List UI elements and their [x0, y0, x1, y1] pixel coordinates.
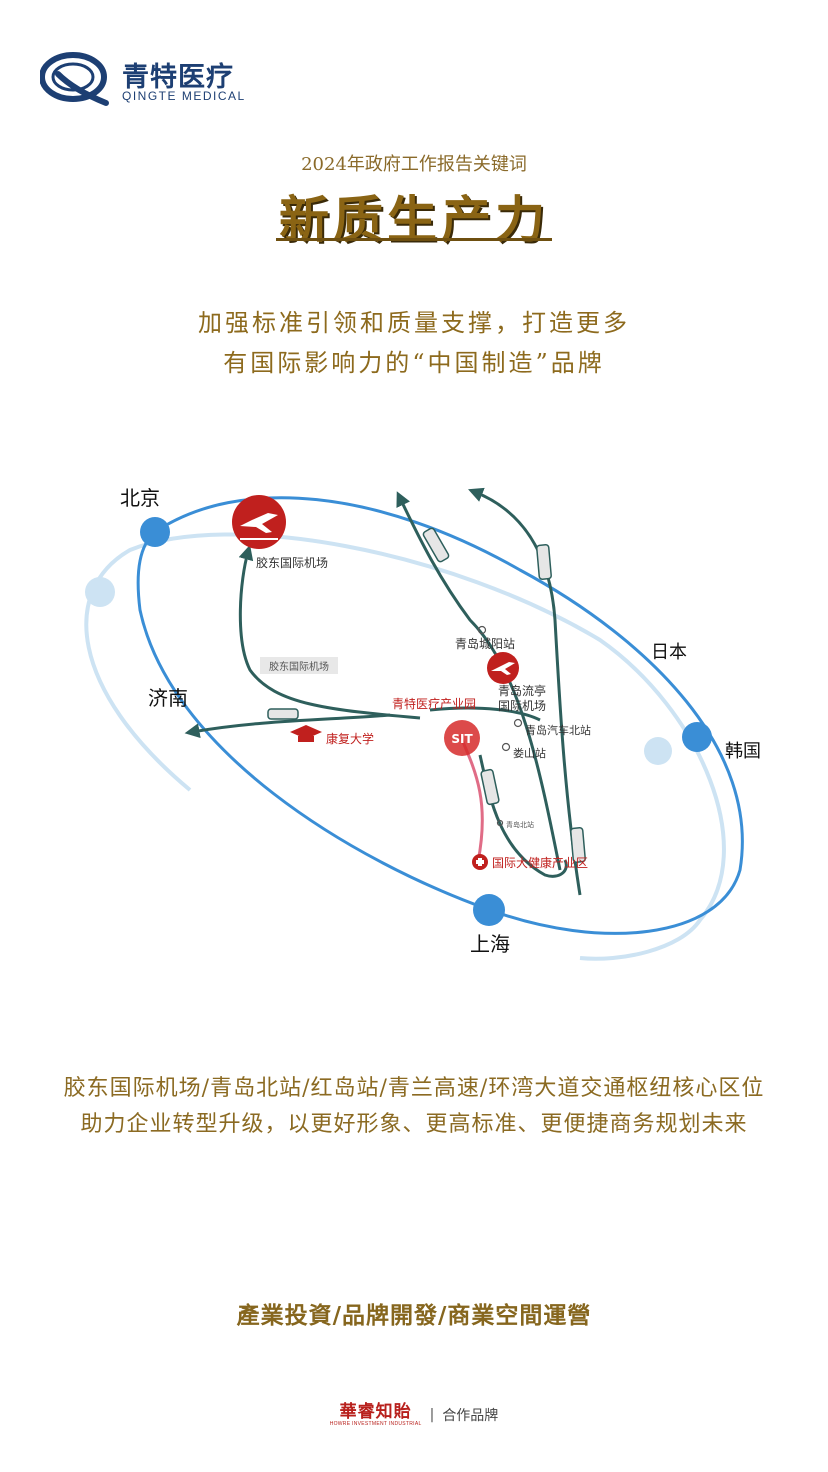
loushan-station-label: 娄山站 — [513, 746, 546, 760]
description-line-1: 胶东国际机场/青岛北站/红岛站/青兰高速/环湾大道交通枢纽核心区位 — [63, 1076, 765, 1101]
headline-overline: 2024年政府工作报告关键词 — [301, 154, 527, 175]
footer-brand-en: HOWRE INVESTMENT INDUSTRIAL — [329, 1421, 422, 1427]
liuting-airport-label-1: 青岛流亭 — [498, 683, 546, 698]
logo-name-en: QINGTE MEDICAL — [122, 89, 246, 103]
orbit-dark — [136, 496, 744, 935]
footer-brand: 華睿知貽 — [339, 1402, 412, 1422]
location-pin-icon — [477, 625, 523, 827]
train-icon — [267, 527, 586, 863]
city-jinan: 济南 — [148, 686, 188, 710]
services-tagline: 產業投資/品牌開發/商業空間運營 — [236, 1303, 592, 1329]
park-mark-label: SIT — [451, 732, 473, 746]
slogan-line-2: 有国际影响力的“中国制造”品牌 — [223, 349, 605, 377]
footer-separator: | — [429, 1407, 435, 1423]
health-zone-label: 国际大健康产业区 — [492, 855, 588, 870]
jiaodong-airport-label: 胶东国际机场 — [256, 555, 328, 570]
light-dot-east — [644, 737, 672, 765]
city-japan: 日本 — [651, 642, 687, 663]
kangfu-university-label: 康复大学 — [326, 731, 374, 746]
korea-dot — [682, 722, 712, 752]
light-dot-west — [85, 577, 115, 607]
airplane-icon — [487, 652, 519, 684]
shanghai-dot — [473, 894, 505, 926]
north-station-label: 青岛北站 — [506, 820, 534, 829]
transport-map: 胶东国际机场 胶东国际机场 青岛城阳站 青岛流亭 国际机场 青岛汽车北站 娄山站… — [84, 486, 761, 961]
airport-banner — [260, 657, 338, 674]
airplane-icon — [232, 495, 286, 549]
city-beijing: 北京 — [120, 486, 160, 510]
city-korea: 韩国 — [725, 741, 761, 762]
route-north-2 — [468, 487, 582, 896]
beijing-dot — [140, 517, 170, 547]
logo-name-cn: 青特医疗 — [122, 62, 234, 93]
route-to-jinan — [184, 713, 391, 739]
qingte-logo-icon — [40, 52, 109, 106]
liuting-airport-label: 青岛流亭 国际机场 — [498, 683, 550, 713]
graduation-cap-icon — [290, 725, 322, 742]
airport-banner-label: 胶东国际机场 — [269, 660, 329, 673]
description-line-2: 助力企业转型升级，以更好形象、更高标准、更便捷商务规划未来 — [80, 1112, 748, 1137]
red-cross-icon — [472, 854, 488, 870]
chengyang-station-label: 青岛城阳站 — [455, 636, 515, 651]
auto-north-station-label: 青岛汽车北站 — [525, 723, 591, 737]
orbit-light — [84, 532, 726, 961]
route-to-jiaodong-airport — [238, 544, 421, 720]
route-north-1 — [396, 491, 562, 871]
slogan-line-1: 加强标准引领和质量支撑，打造更多 — [198, 309, 630, 337]
headline-underline — [276, 238, 552, 241]
industrial-park-marker — [444, 720, 480, 756]
route-park-link — [429, 706, 541, 722]
industrial-park-label: 青特医疗产业园 — [392, 696, 476, 711]
headline-title: 新质生产力 — [279, 190, 549, 249]
footer-brand-logo: 華睿知貽 HOWRE INVESTMENT INDUSTRIAL — [330, 1403, 422, 1427]
footer-partner-label: 合作品牌 — [442, 1408, 499, 1424]
footer: 華睿知貽 HOWRE INVESTMENT INDUSTRIAL | 合作品牌 — [0, 1400, 828, 1430]
city-shanghai: 上海 — [470, 932, 510, 956]
liuting-airport-label-2: 国际机场 — [498, 699, 546, 713]
